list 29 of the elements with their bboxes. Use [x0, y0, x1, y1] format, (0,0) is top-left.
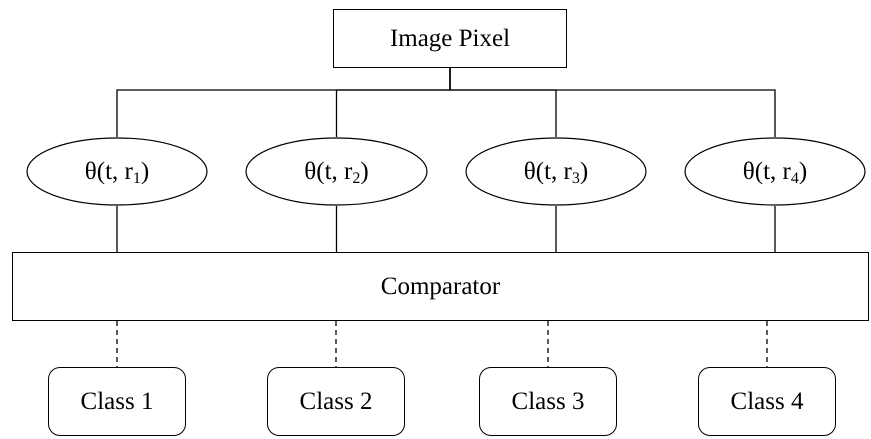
connector-line [449, 68, 776, 137]
node-label: Class 4 [730, 389, 804, 414]
connector-line [774, 206, 776, 252]
class-box [479, 367, 617, 436]
parameter-ellipse [465, 137, 647, 206]
node-label: Image Pixel [390, 26, 510, 51]
connector-line [116, 321, 118, 367]
connector-line [336, 206, 338, 252]
parameter-ellipse [684, 137, 866, 206]
parameter-ellipse [26, 137, 208, 206]
class-box [698, 367, 836, 436]
node-label: θ(t, r$_{3}$) [524, 159, 588, 184]
node-label: Comparator [380, 274, 500, 299]
connector-line [335, 321, 337, 367]
process-box [333, 9, 567, 68]
parameter-ellipse [245, 137, 428, 206]
connector-line [766, 321, 768, 367]
node-label: θ(t, r$_{1}$) [84, 159, 150, 184]
class-box [267, 367, 405, 436]
node-label: Class 3 [512, 389, 584, 414]
node-label: Class 2 [300, 389, 372, 414]
node-label: θ(t, r$_{2}$) [304, 159, 369, 184]
connector-line [555, 206, 557, 252]
node-label: θ(t, r$_{4}$) [742, 159, 808, 184]
connector-line [547, 321, 549, 367]
class-box [48, 367, 186, 436]
connector-line [116, 206, 118, 252]
process-box [12, 252, 869, 321]
node-label: Class 1 [80, 389, 154, 414]
